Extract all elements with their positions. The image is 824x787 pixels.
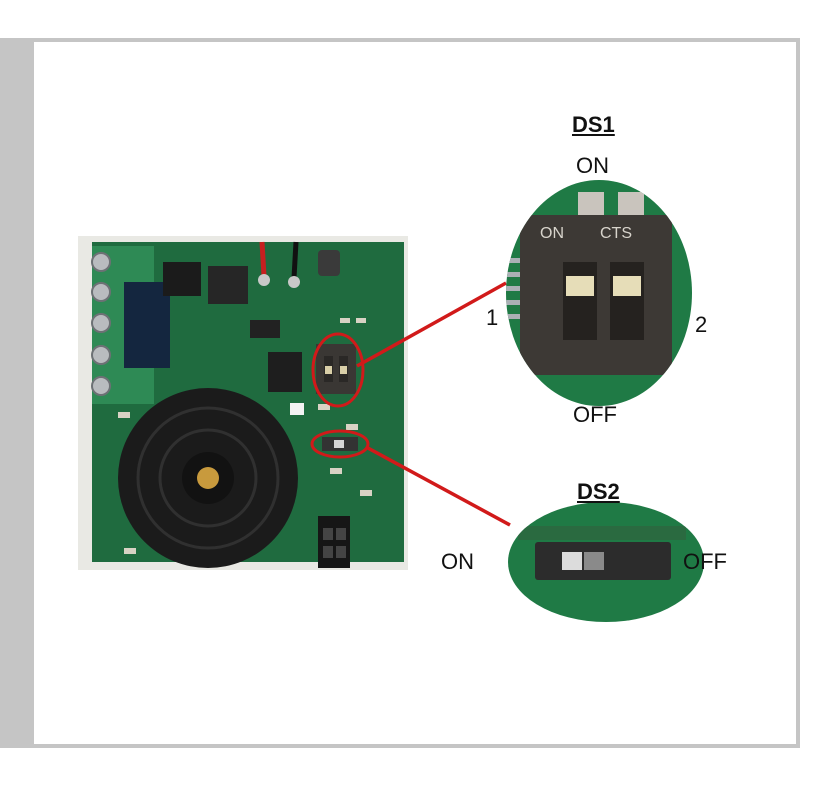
ds1-off-label: OFF (573, 402, 617, 427)
connector-j2 (318, 516, 350, 568)
ds1-position-2-label: 2 (695, 312, 708, 337)
ds1-zoom-inset: ON CTS (506, 180, 692, 406)
frame-right-border (796, 38, 800, 748)
ds1-board-switch (316, 344, 356, 394)
ds1-title: DS1 (572, 112, 615, 137)
ds1-callout-ellipse (311, 332, 365, 408)
ds2-title: DS2 (577, 479, 620, 504)
ds2-callout-line (365, 445, 511, 527)
ds1-on-label: ON (576, 153, 609, 178)
ds2-off-label: OFF (683, 549, 727, 574)
relay (124, 282, 170, 368)
svg-text:ON: ON (540, 225, 564, 242)
ds1-position-1-label: 1 (486, 305, 499, 330)
ds2-callout-ellipse (310, 429, 370, 459)
frame-top-border (34, 38, 800, 42)
ds2-zoom-inset (508, 502, 704, 622)
frame-left-band (0, 38, 34, 748)
frame-bottom-border (34, 744, 800, 748)
ds2-on-label: ON (441, 549, 474, 574)
ds1-callout-line (356, 281, 507, 368)
svg-text:CTS: CTS (600, 225, 632, 242)
